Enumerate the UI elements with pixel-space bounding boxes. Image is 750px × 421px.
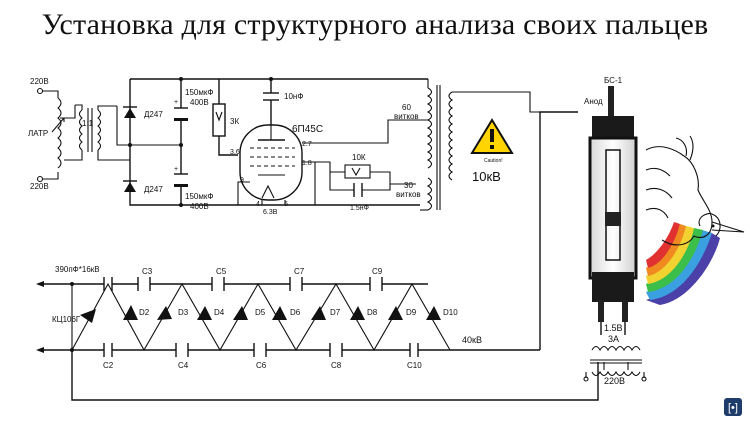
diode-d7 [311,306,326,320]
cap-top-label-l1: 150мкФ [185,88,213,97]
cap-c6-label: C6 [256,361,267,370]
svg-text:+: + [174,166,178,173]
cap-c10-label: C10 [407,361,422,370]
f3a-label: 3А [608,334,619,344]
diode-d6 [272,306,287,320]
out-40kv-label: 40кВ [462,335,482,345]
d6-label: D6 [290,308,301,317]
d247-bottom-diode [124,182,136,192]
cap-top-label: 150мкФ 400В [185,88,216,107]
d9-label: D9 [406,308,417,317]
cap-c4-label: C4 [178,361,189,370]
w60-label: 60 витков [394,103,419,121]
logo-icon: [•] [724,398,742,416]
v220-lamp-label: 220В [604,376,625,386]
ratio-label: 1:1 [82,119,94,128]
mult-in-label: 390пФ*16кВ [55,265,100,274]
cap-c5-label: C5 [216,267,227,276]
bs1-label: БС-1 [604,76,623,85]
rainbow-unicorn-icon [645,135,745,305]
r10k-label: 10К [352,153,366,162]
cap-c2-label: C2 [103,361,114,370]
v220-bottom-label: 220В [30,182,49,191]
d5-label: D5 [255,308,266,317]
pin-3-6-label: 3.6 [230,149,240,156]
latr-label: ЛАТР [28,129,48,138]
diode-d4 [197,306,212,320]
d247-top-diode [124,108,136,118]
d8-label: D8 [367,308,378,317]
cap-c3-label: C3 [142,267,153,276]
c10nf-label: 10нФ [284,92,303,101]
cap-c8-label: C8 [331,361,342,370]
d247-top-label: Д247 [144,110,163,119]
d7-label: D7 [330,308,341,317]
v220-top-label: 220В [30,77,49,86]
f1-5v-label: 1.5В [604,323,623,333]
pin-9-label: 9 [240,177,244,184]
w30-label: 30 витков [396,181,421,199]
warning-triangle-icon [470,118,514,154]
filament-label: 6.3В [263,209,278,216]
diode-d8 [350,306,365,320]
d3-label: D3 [178,308,189,317]
svg-text:+: + [174,99,178,106]
caution-label: Caution! [484,158,503,164]
pin-2-7-label: 2.7 [302,141,312,148]
r3k-label: 3К [230,117,239,126]
diode-d9 [388,306,403,320]
pin-5-label: 5 [284,201,288,208]
cap-top-label-l2: 400В [190,98,209,107]
tube-label: 6П45С [292,124,323,135]
c1-5nf-label: 1.5нФ [350,205,369,212]
pin-4-label: 4 [256,201,260,208]
anod-label: Анод [584,97,603,106]
cap-c7-label: C7 [294,267,305,276]
diode-d2 [123,305,138,320]
d4-label: D4 [214,308,225,317]
bs1-anode-cap [592,116,634,140]
cap-c9-label: C9 [372,267,383,276]
diode-d10 [426,306,441,320]
out-10kv-label: 10кВ [472,169,501,184]
kc106g-label: КЦ106Г [52,315,81,324]
d10-label: D10 [443,308,458,317]
d247-bottom-label: Д247 [144,185,163,194]
cap-bottom-label: 150мкФ 400В [185,192,216,211]
diode-d3 [157,306,172,320]
pin-1-8-label: 1.8 [302,160,312,167]
d2-label: D2 [139,308,150,317]
diode-d5 [233,306,248,320]
bs1-tube [588,136,638,280]
diode-kc106g [80,309,96,323]
svg-text:[•]: [•] [728,402,738,414]
page-title: Установка для структурного анализа своих… [41,8,709,41]
